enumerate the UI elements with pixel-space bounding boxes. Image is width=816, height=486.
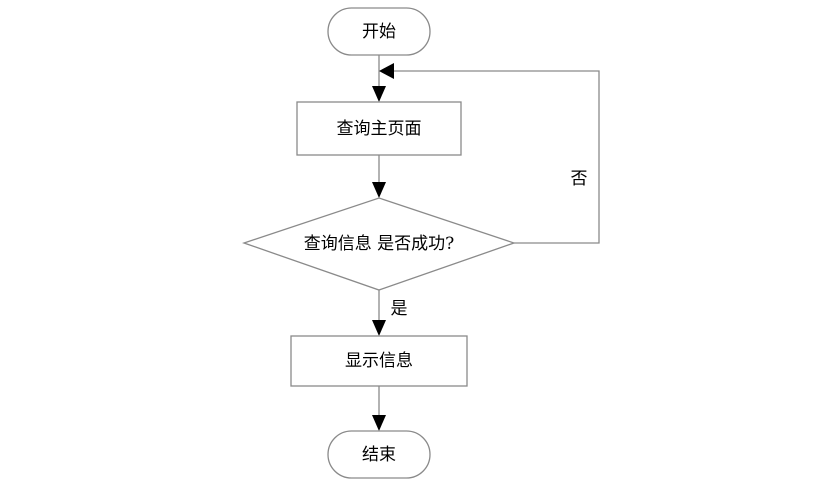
arrow-loop-back [379, 63, 394, 79]
decision-node: 查询信息 是否成功? [241, 197, 517, 291]
show-info-label: 显示信息 [345, 351, 413, 371]
connector-no-loop [394, 70, 600, 244]
no-branch-label: 否 [571, 169, 588, 189]
show-info-node: 显示信息 [290, 335, 468, 387]
end-node: 结束 [327, 430, 431, 479]
end-node-shape [327, 430, 431, 479]
arrow-into-end [372, 415, 386, 431]
arrow-into-decision [372, 182, 386, 198]
start-node: 开始 [327, 7, 431, 56]
query-home-shape [296, 101, 462, 156]
yes-branch-label: 是 [391, 299, 408, 319]
query-home-node: 查询主页面 [296, 101, 462, 156]
decision-label: 查询信息 是否成功? [304, 234, 455, 254]
arrow-into-show-info [372, 320, 386, 336]
start-node-label: 开始 [362, 22, 396, 42]
arrow-into-query [372, 86, 386, 102]
query-home-label: 查询主页面 [337, 119, 422, 139]
end-node-label: 结束 [362, 445, 396, 465]
